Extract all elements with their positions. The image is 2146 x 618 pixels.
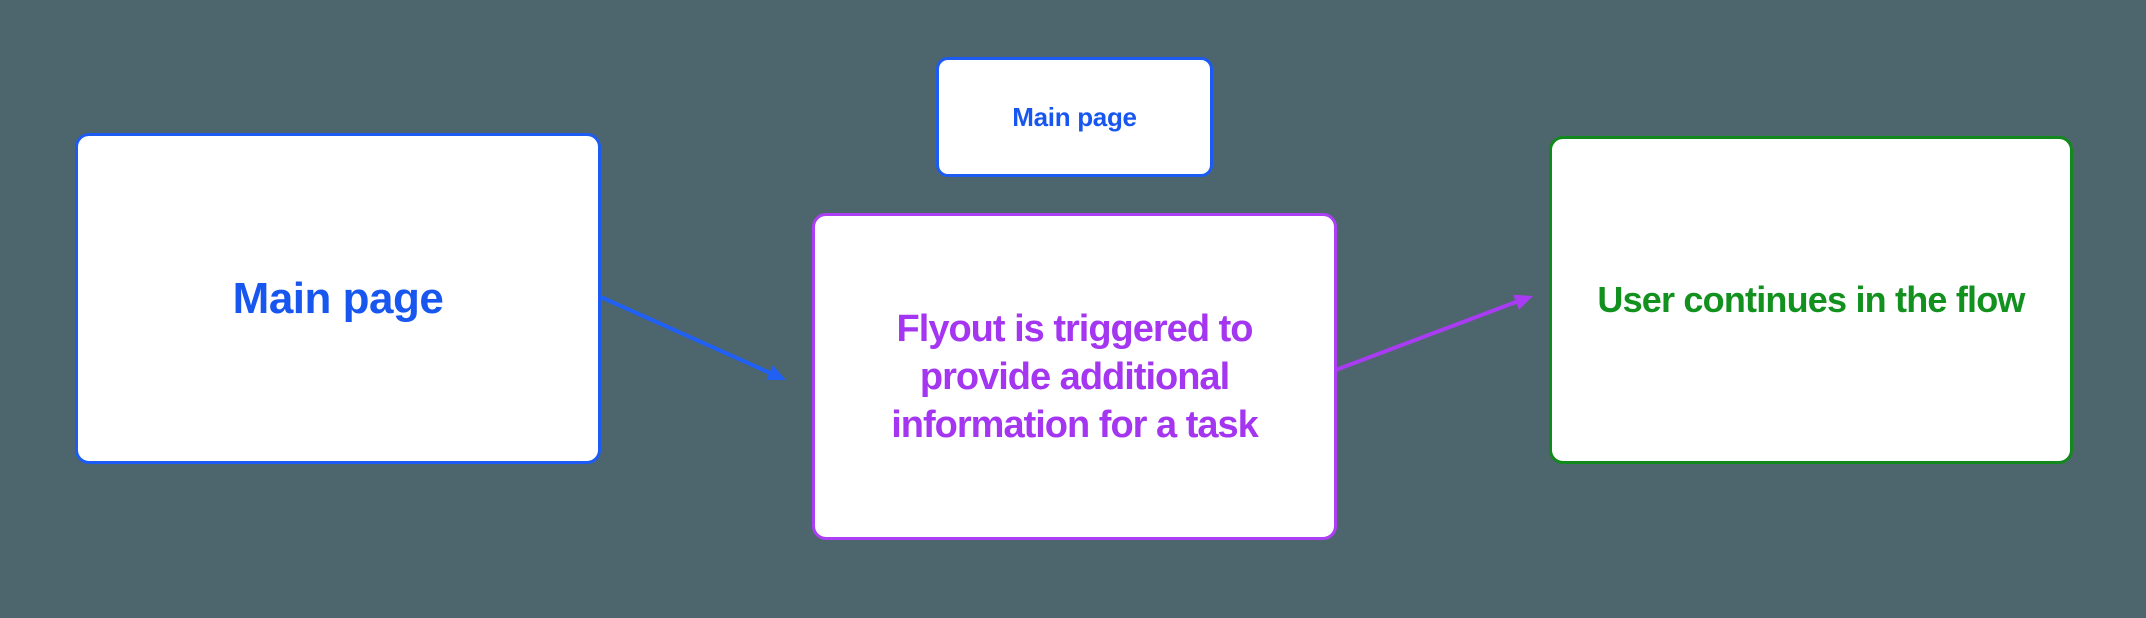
node-user-continues-label: User continues in the flow [1597, 279, 2025, 320]
node-flyout-label-line3: information for a task [891, 403, 1258, 446]
arrow-main-to-flyout[interactable] [601, 296, 786, 380]
node-main-page-small-label: Main page [1012, 101, 1137, 132]
node-main-page-small[interactable]: Main page [936, 57, 1213, 177]
node-flyout-label-line2: provide additional [919, 355, 1230, 398]
arrow-line [1335, 300, 1518, 372]
node-main-page[interactable]: Main page [75, 133, 601, 464]
arrow-head [766, 365, 786, 380]
arrow-head [1513, 294, 1533, 310]
node-flyout-label: Flyout is triggered to provide additiona… [891, 305, 1258, 449]
node-flyout-triggered[interactable]: Flyout is triggered to provide additiona… [812, 213, 1337, 540]
node-user-continues[interactable]: User continues in the flow [1549, 136, 2073, 464]
arrow-line [601, 296, 772, 375]
arrow-flyout-to-continue[interactable] [1335, 294, 1533, 372]
node-main-page-label: Main page [232, 273, 444, 323]
node-flyout-label-line1: Flyout is triggered to [896, 307, 1254, 350]
